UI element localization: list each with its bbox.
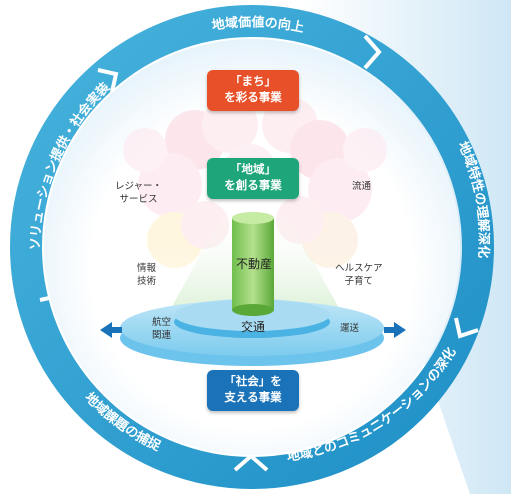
label-ryutsu: 流通 <box>352 180 371 193</box>
label-koku-kanren: 航空 関連 <box>152 316 171 342</box>
cylinder-bottom <box>232 304 274 316</box>
ring-text-top: 地域価値の向上 <box>211 14 305 36</box>
cylinder-body <box>232 218 274 310</box>
machi-box-line1: 「まち」 <box>230 74 276 88</box>
left-arrow-shaft <box>112 327 122 333</box>
label-health-line2: 子育て <box>344 276 374 287</box>
cylinder-top <box>232 212 274 224</box>
label-koku-line2: 関連 <box>152 330 172 341</box>
label-ryutsu-text: 流通 <box>352 181 372 192</box>
chiiki-box-line1: 「地域」 <box>230 162 276 176</box>
label-unso: 運送 <box>340 322 359 335</box>
machi-business-box: 「まち」 を彩る事業 <box>207 70 299 111</box>
label-kotsu: 交通 <box>240 320 265 334</box>
shakai-box-line1: 「社会」を <box>224 374 282 388</box>
label-unso-text: 運送 <box>340 323 360 334</box>
label-healthcare-kosodate: ヘルスケア 子育て <box>335 262 383 288</box>
label-health-line1: ヘルスケア <box>335 263 383 274</box>
label-fudosan: 不動産 <box>235 257 272 271</box>
right-arrow-icon <box>394 322 406 338</box>
chiiki-box-line2: を創る事業 <box>224 178 282 192</box>
chiiki-business-box: 「地域」 を創る事業 <box>207 158 299 199</box>
label-joho-line1: 情報 <box>137 263 157 274</box>
cycle-ring <box>10 5 494 489</box>
label-joho-gijutsu: 情報 技術 <box>137 262 156 288</box>
bubble-cluster <box>123 97 387 268</box>
right-arrow-shaft <box>384 327 394 333</box>
label-leisure-service: レジャー・ サービス <box>115 180 162 206</box>
label-leisure-line1: レジャー・ <box>115 181 163 192</box>
left-arrow-icon <box>100 322 112 338</box>
label-joho-line2: 技術 <box>137 276 157 287</box>
shakai-box-line2: 支える事業 <box>224 390 282 404</box>
label-leisure-line2: サービス <box>119 194 158 205</box>
label-koku-line1: 航空 <box>152 317 172 328</box>
shakai-business-box: 「社会」を 支える事業 <box>207 370 299 411</box>
machi-box-line2: を彩る事業 <box>224 90 282 104</box>
